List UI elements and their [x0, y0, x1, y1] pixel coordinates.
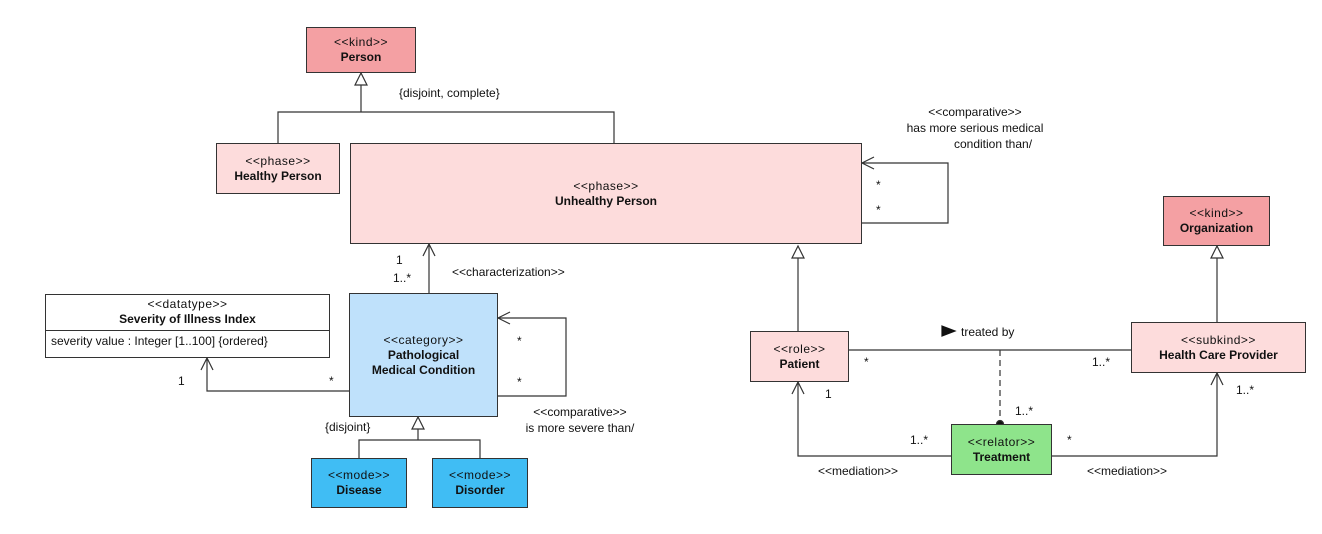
class-name: Disease	[336, 483, 382, 497]
severity-association-arrow	[200, 356, 214, 371]
class-name-line1: Pathological	[387, 347, 460, 362]
multiplicity-char-condition: 1..*	[393, 271, 412, 285]
stereotype-label: <<relator>>	[967, 434, 1036, 449]
class-treatment[interactable]: <<relator>> Treatment	[951, 424, 1052, 475]
severity-association-line	[206, 358, 349, 392]
mediation-patient-label: <<mediation>>	[818, 464, 899, 478]
comparative-condition-stereotype: <<comparative>>	[533, 405, 627, 419]
gen-condition-arrowhead	[411, 415, 425, 430]
treated-by-triangle-icon	[941, 325, 957, 337]
comparative-unhealthy-name-line1: has more serious medical	[906, 121, 1044, 135]
stereotype-label: <<subkind>>	[1181, 332, 1256, 347]
comparative-condition-loop	[498, 317, 567, 397]
multiplicity-treatment-provider: *	[1067, 433, 1072, 447]
class-disorder[interactable]: <<mode>> Disorder	[432, 458, 528, 508]
multiplicity-unhealthy-self-b: *	[876, 203, 881, 217]
stereotype-label: <<kind>>	[333, 35, 389, 49]
gen-modes-line	[358, 439, 481, 458]
comparative-unhealthy-arrow	[860, 156, 875, 170]
class-name: Treatment	[972, 449, 1031, 464]
class-pathological-medical-condition[interactable]: <<category>> Pathological Medical Condit…	[349, 293, 498, 417]
gen-healthy-line	[277, 111, 615, 143]
multiplicity-provider-treated: 1..*	[1092, 355, 1111, 369]
class-patient[interactable]: <<role>> Patient	[750, 331, 849, 382]
mediation-provider-label: <<mediation>>	[1087, 464, 1168, 478]
gen-person-arrowhead	[354, 71, 368, 86]
class-name: Health Care Provider	[1159, 347, 1278, 362]
class-severity-of-illness-index[interactable]: <<datatype>> Severity of Illness Index s…	[45, 294, 330, 358]
class-person[interactable]: <<kind>> Person	[306, 27, 416, 73]
multiplicity-patient-mediation: 1	[825, 387, 832, 401]
treated-by-label: treated by	[961, 325, 1015, 339]
stereotype-label: <<kind>>	[1189, 206, 1244, 220]
stereotype-label: <<category>>	[383, 332, 464, 347]
stereotype-label: <<role>>	[773, 341, 826, 356]
stereotype-label: <<phase>>	[573, 178, 639, 193]
class-name: Disorder	[455, 483, 505, 497]
class-healthy-person[interactable]: <<phase>> Healthy Person	[216, 143, 340, 194]
comparative-unhealthy-loop	[862, 162, 949, 224]
class-name: Person	[340, 50, 382, 64]
multiplicity-unhealthy-self-a: *	[876, 178, 881, 192]
class-name: Unhealthy Person	[554, 193, 658, 208]
stereotype-label: <<mode>>	[448, 468, 512, 482]
comparative-unhealthy-stereotype: <<comparative>>	[928, 105, 1022, 119]
class-name: Patient	[779, 356, 820, 371]
class-name-line2: Medical Condition	[371, 362, 476, 377]
multiplicity-condition-self-a: *	[517, 334, 522, 348]
class-name: Healthy Person	[234, 168, 322, 183]
stereotype-label: <<mode>>	[327, 468, 391, 482]
multiplicity-char-unhealthy: 1	[396, 253, 403, 267]
characterization-arrow	[422, 242, 436, 257]
genset-condition-label: {disjoint}	[325, 420, 371, 434]
stereotype-label: <<phase>>	[245, 153, 311, 168]
comparative-condition-arrow	[496, 311, 511, 325]
class-name: Organization	[1179, 221, 1254, 235]
comparative-condition-name: is more severe than/	[525, 421, 635, 435]
mediation-provider-arrow	[1210, 371, 1224, 386]
class-unhealthy-person[interactable]: <<phase>> Unhealthy Person	[350, 143, 862, 244]
mediation-patient-arrow	[791, 380, 805, 395]
multiplicity-treatment-patient: 1..*	[910, 433, 929, 447]
multiplicity-treated-relator: 1..*	[1015, 404, 1034, 418]
attribute-severity-value: severity value : Integer [1..100] {order…	[46, 330, 329, 349]
characterization-label: <<characterization>>	[452, 265, 565, 279]
genset-person-label: {disjoint, complete}	[399, 86, 500, 100]
stereotype-label: <<datatype>>	[147, 297, 228, 311]
multiplicity-condition-end: *	[329, 374, 334, 388]
mediation-provider-line	[1052, 373, 1218, 457]
gen-provider-arrowhead	[1210, 244, 1224, 259]
multiplicity-condition-self-b: *	[517, 375, 522, 389]
class-organization[interactable]: <<kind>> Organization	[1163, 196, 1270, 246]
multiplicity-provider-mediation: 1..*	[1236, 383, 1255, 397]
class-health-care-provider[interactable]: <<subkind>> Health Care Provider	[1131, 322, 1306, 373]
multiplicity-severity-end: 1	[178, 374, 185, 388]
multiplicity-patient-treated: *	[864, 355, 869, 369]
mediation-patient-line	[797, 382, 951, 457]
class-name: Severity of Illness Index	[119, 312, 256, 326]
gen-patient-arrowhead	[791, 244, 805, 259]
class-disease[interactable]: <<mode>> Disease	[311, 458, 407, 508]
comparative-unhealthy-name-line2: condition than/	[953, 137, 1033, 151]
